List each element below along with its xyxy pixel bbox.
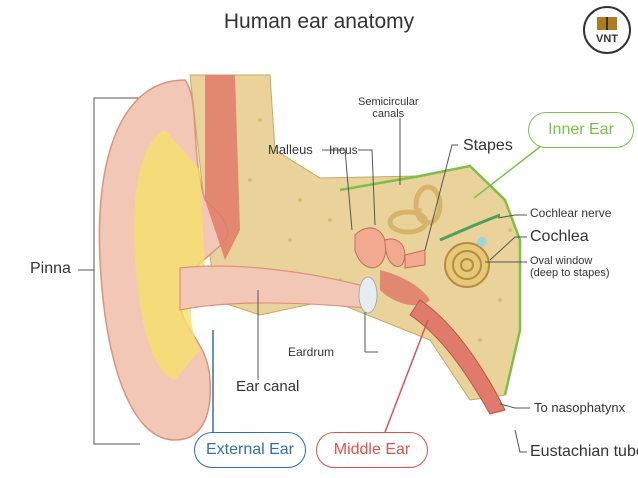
region-inner-ear: Inner Ear: [528, 112, 634, 148]
label-cochlea: Cochlea: [530, 228, 589, 245]
book-icon: VNT: [596, 17, 618, 45]
label-malleus: Malleus: [268, 142, 313, 157]
label-stapes: Stapes: [463, 137, 513, 154]
semicircular-canals-shape: [387, 184, 443, 235]
label-semicircular-canals: Semicircular canals: [358, 96, 419, 120]
label-oval-window-line2: (deep to stapes): [530, 267, 610, 279]
eardrum-shape: [358, 276, 378, 314]
eustachian-tube-shape: [409, 299, 506, 415]
label-ear-canal: Ear canal: [236, 378, 300, 395]
logo-text: VNT: [596, 33, 618, 45]
incus-shape: [384, 238, 406, 267]
region-middle-ear: Middle Ear: [316, 432, 428, 468]
label-pinna: Pinna: [30, 260, 71, 277]
stapes-shape: [404, 249, 426, 269]
diagram-title: Human ear anatomy: [223, 10, 415, 33]
label-cochlear-nerve: Cochlear nerve: [530, 206, 612, 220]
cochlea-shape: [444, 242, 490, 288]
label-incus: Incus: [329, 143, 358, 157]
label-oval-window-line1: Oval window: [530, 255, 593, 267]
label-eustachian-tube: Eustachian tube: [530, 443, 638, 460]
vnt-logo: VNT: [583, 6, 631, 54]
region-external-ear: External Ear: [194, 432, 306, 468]
label-to-nasopharynx: To nasophatynx: [534, 400, 626, 415]
label-semicircular-line2: canals: [372, 108, 405, 120]
malleus-shape: [354, 227, 387, 268]
label-semicircular-line1: Semicircular: [358, 96, 419, 108]
label-eardrum: Eardrum: [288, 345, 335, 359]
label-oval-window: Oval window (deep to stapes): [530, 255, 610, 279]
